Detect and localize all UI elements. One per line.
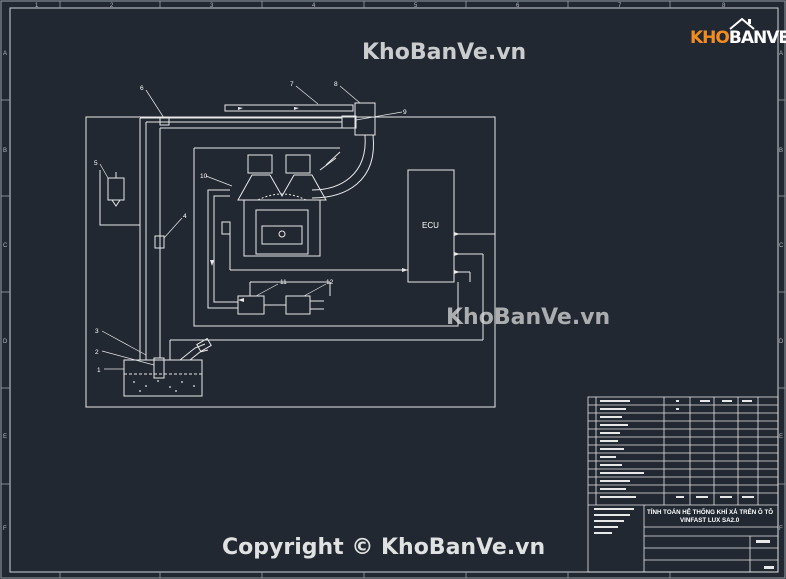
ruler-labels: 1 2 3 4 5 6 7 8 A B C D E F A B C D E F — [3, 3, 784, 532]
khobanve-logo: KHOBANVE — [690, 17, 786, 52]
callout-7: 7 — [290, 81, 294, 88]
fuel-tank — [123, 359, 203, 397]
inner-loop-line — [193, 148, 459, 327]
wrist-pin — [278, 230, 286, 238]
callout-leaders — [99, 85, 403, 370]
fuel-cap — [196, 337, 212, 353]
fuel-pump — [153, 357, 165, 379]
side-ruler-label: D — [3, 339, 8, 345]
intake-duct — [311, 134, 374, 199]
callout-11: 11 — [280, 279, 287, 286]
logo-banve: BANVE — [728, 28, 786, 48]
watermark-copyright: Copyright © KhoBanVe.vn — [222, 535, 546, 560]
sensor-9 — [341, 115, 357, 129]
piston — [261, 225, 303, 245]
top-ruler-label: 6 — [516, 3, 520, 9]
title-block — [587, 396, 779, 573]
canister-5 — [107, 177, 125, 201]
top-ruler-label: 4 — [312, 3, 316, 9]
side-ruler-label: B — [779, 148, 783, 154]
watermark-middle: KhoBanVe.vn — [446, 305, 611, 330]
title-block-cell-marks — [594, 400, 774, 569]
side-ruler-label: B — [3, 148, 7, 154]
callout-5: 5 — [94, 160, 98, 167]
side-ruler-label: C — [3, 243, 8, 249]
side-ruler-label: C — [779, 243, 784, 249]
exhaust-line — [207, 189, 238, 309]
logo-house-icon — [729, 17, 755, 30]
ecu-label: ECU — [422, 221, 439, 230]
flow-arrows — [210, 107, 460, 302]
top-ruler-label: 3 — [210, 3, 214, 9]
side-ruler-label: F — [3, 526, 7, 532]
top-ruler-label: 5 — [414, 3, 418, 9]
cylinder-bore — [255, 209, 309, 255]
callout-4: 4 — [183, 213, 187, 220]
logo-kho: KHO — [690, 28, 730, 48]
top-ruler-label: 8 — [722, 3, 726, 9]
side-ruler-label: E — [3, 434, 7, 440]
combustion-zone — [257, 193, 307, 201]
valve-6 — [159, 116, 170, 126]
side-ruler-label: D — [779, 339, 784, 345]
logo-text: KHOBANVE — [690, 28, 786, 48]
side-ruler-label: E — [779, 434, 783, 440]
callout-10: 10 — [200, 173, 208, 180]
callout-1: 1 — [97, 367, 101, 374]
callout-9: 9 — [403, 109, 407, 116]
side-ruler-label: F — [779, 526, 783, 532]
pipe-7 — [224, 104, 354, 112]
engine-head — [237, 174, 327, 201]
callout-labels: 1 2 3 4 5 6 7 8 9 10 11 12 — [94, 81, 407, 374]
engine-block — [243, 199, 321, 257]
intake-runner-left — [247, 154, 273, 174]
title-line-1: TÍNH TOÁN HỆ THỐNG KHÍ XẢ TRÊN Ô TÔ — [647, 508, 773, 516]
watermark-top: KhoBanVe.vn — [362, 40, 527, 65]
title-line-2: VINFAST LUX SA2.0 — [680, 517, 740, 524]
intake-runner-right — [285, 154, 311, 174]
top-ruler-label: 2 — [110, 3, 114, 9]
o2-sensor — [221, 221, 231, 235]
callout-12: 12 — [326, 279, 334, 286]
top-ruler-label: 7 — [618, 3, 622, 9]
muffler-12 — [285, 295, 311, 315]
fuel-dots — [133, 380, 195, 392]
airbox-8 — [354, 102, 376, 136]
side-ruler-label: A — [3, 51, 7, 57]
callout-8: 8 — [334, 81, 338, 88]
outer-loop-line — [85, 116, 496, 408]
side-ruler-label: A — [779, 51, 783, 57]
canister-line — [99, 170, 140, 226]
callout-2: 2 — [95, 349, 99, 356]
ecu-box — [407, 169, 455, 283]
sensor-4 — [154, 235, 165, 249]
callout-3: 3 — [95, 328, 99, 335]
inner-frame — [9, 7, 779, 573]
top-ruler-label: 1 — [35, 3, 39, 9]
callout-6: 6 — [140, 85, 144, 92]
schematic — [85, 102, 496, 408]
filler-neck — [179, 343, 209, 361]
